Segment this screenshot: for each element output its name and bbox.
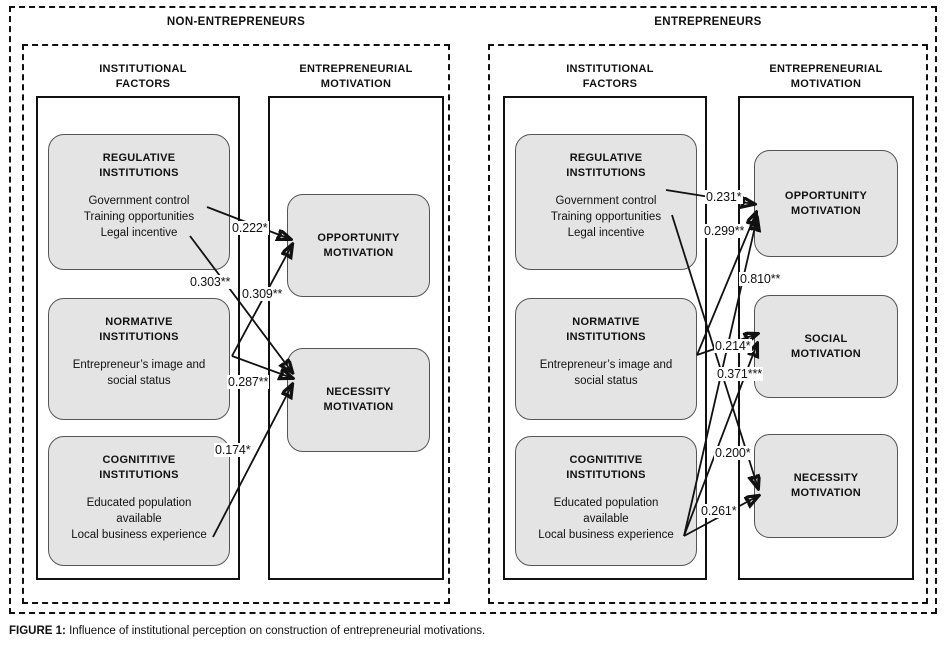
node-title: COGNITITIVE INSTITUTIONS: [566, 454, 646, 481]
node-title: REGULATIVE INSTITUTIONS: [566, 152, 646, 179]
node-title: REGULATIVE INSTITUTIONS: [99, 152, 179, 179]
panel-title-non-entrepreneurs: NON-ENTREPRENEURS: [166, 16, 306, 28]
column-title-entrepreneurial-motivation-right: ENTREPRENEURIAL MOTIVATION: [769, 63, 883, 90]
node-items: Educated population available Local busi…: [538, 497, 674, 541]
node-items: Educated population available Local busi…: [71, 497, 207, 541]
node-regulative-institutions-right[interactable]: REGULATIVE INSTITUTIONS Government contr…: [515, 134, 697, 270]
node-title: SOCIAL MOTIVATION: [791, 332, 861, 360]
node-title: NECESSITY MOTIVATION: [791, 472, 861, 499]
coef-cog-necessity-left: 0.174*: [214, 443, 252, 457]
coef-norm-social-right: 0.214*: [714, 339, 752, 353]
coef-norm-necessity-left: 0.287**: [227, 375, 270, 389]
node-opportunity-motivation-left[interactable]: OPPORTUNITY MOTIVATION: [287, 194, 430, 297]
node-necessity-motivation-right[interactable]: NECESSITY MOTIVATION: [754, 434, 898, 538]
node-items: Government control Training opportunitie…: [550, 195, 662, 239]
node-title: OPPORTUNITY MOTIVATION: [317, 231, 400, 259]
node-items: Entrepreneur’s image and social status: [539, 359, 673, 387]
column-box-entrepreneurial-motivation-left: [268, 96, 444, 580]
node-cognitive-institutions-left[interactable]: COGNITITIVE INSTITUTIONS Educated popula…: [48, 436, 230, 566]
figure-caption: FIGURE 1: Influence of institutional per…: [9, 624, 485, 639]
panel-title-entrepreneurs: ENTREPRENEURS: [654, 16, 762, 28]
panel-non-entrepreneurs: NON-ENTREPRENEURS: [22, 12, 450, 604]
node-title: NECESSITY MOTIVATION: [323, 386, 394, 413]
panel-entrepreneurs: ENTREPRENEURS: [488, 12, 928, 604]
coef-cog-social-right: 0.371***: [716, 367, 764, 381]
coef-reg-opportunity-right: 0.231*: [705, 190, 743, 204]
panel-dashed-frame-non-entrepreneurs: [22, 44, 450, 604]
column-title-entrepreneurial-motivation-left: ENTREPRENEURIAL MOTIVATION: [299, 63, 413, 90]
column-title-institutional-factors-right: INSTITUTIONAL FACTORS: [566, 63, 654, 90]
coef-norm-opportunity-right: 0.299**: [703, 224, 746, 238]
figure-caption-text: Influence of institutional perception on…: [65, 625, 486, 637]
coef-norm-opportunity-left: 0.309**: [241, 287, 284, 301]
node-cognitive-institutions-right[interactable]: COGNITITIVE INSTITUTIONS Educated popula…: [515, 436, 697, 566]
coef-cog-opportunity-right: 0.810**: [739, 272, 782, 286]
node-title: NORMATIVE INSTITUTIONS: [566, 316, 646, 343]
node-items: Entrepreneur’s image and social status: [72, 359, 206, 387]
panel-dashed-frame-entrepreneurs: [488, 44, 928, 604]
node-social-motivation-right[interactable]: SOCIAL MOTIVATION: [754, 295, 898, 398]
column-title-institutional-factors-left: INSTITUTIONAL FACTORS: [99, 63, 187, 90]
figure-caption-label: FIGURE 1:: [9, 625, 66, 637]
node-title: OPPORTUNITY MOTIVATION: [784, 189, 868, 217]
outer-dashed-frame: [9, 6, 937, 614]
node-title: NORMATIVE INSTITUTIONS: [99, 316, 179, 343]
node-regulative-institutions-left[interactable]: REGULATIVE INSTITUTIONS Government contr…: [48, 134, 230, 270]
coef-reg-opportunity-left: 0.222*: [231, 221, 269, 235]
node-title: COGNITITIVE INSTITUTIONS: [99, 454, 179, 481]
node-normative-institutions-right[interactable]: NORMATIVE INSTITUTIONS Entrepreneur’s im…: [515, 298, 697, 420]
node-opportunity-motivation-right[interactable]: OPPORTUNITY MOTIVATION: [754, 150, 898, 257]
node-necessity-motivation-left[interactable]: NECESSITY MOTIVATION: [287, 348, 430, 452]
node-items: Government control Training opportunitie…: [83, 195, 195, 239]
coef-cog-necessity-right: 0.261*: [700, 504, 738, 518]
coef-reg-necessity-right: 0.200*: [714, 446, 752, 460]
coef-reg-necessity-left: 0.303**: [189, 275, 232, 289]
node-normative-institutions-left[interactable]: NORMATIVE INSTITUTIONS Entrepreneur’s im…: [48, 298, 230, 420]
